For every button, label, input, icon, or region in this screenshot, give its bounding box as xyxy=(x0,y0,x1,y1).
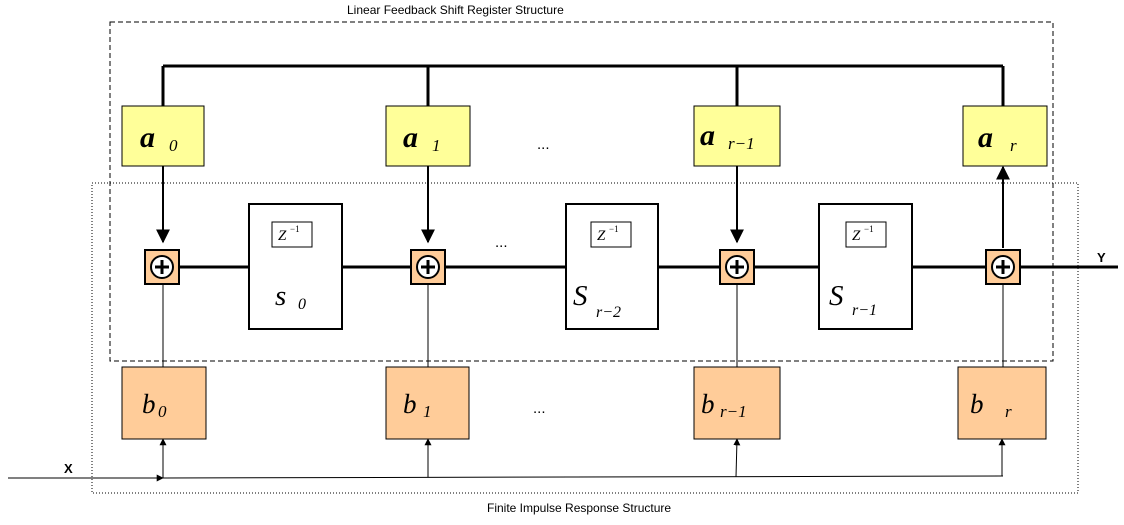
coef-block-a1: a 1 xyxy=(385,105,471,167)
coef-a1-base: a xyxy=(403,121,418,154)
state-sr2-base: S xyxy=(573,280,588,312)
coef-br1-sub: r−1 xyxy=(720,402,747,421)
input-to-br1 xyxy=(733,438,741,478)
coef-ar1-base: a xyxy=(700,119,715,152)
delay-exponent: −1 xyxy=(609,224,619,234)
coef-block-ar1: a r−1 xyxy=(693,105,781,167)
coef-block-b0: b 0 xyxy=(121,366,207,440)
input-label: X xyxy=(64,461,73,476)
delay-exponent: −1 xyxy=(864,224,874,234)
ellipsis-middle: ... xyxy=(495,234,508,251)
state-sr1-sub: r−1 xyxy=(852,302,877,319)
delay-symbol: Z xyxy=(278,228,287,244)
coef-br1-base: b xyxy=(701,389,715,419)
delay-block-s0: Z −1 s 0 xyxy=(248,203,343,330)
fir-title: Finite Impulse Response Structure xyxy=(487,501,671,515)
coef-block-br1: b r−1 xyxy=(693,366,781,440)
coef-a0-sub: 0 xyxy=(169,136,178,155)
ellipsis-bottom: ... xyxy=(533,400,546,417)
coef-ar1-sub: r−1 xyxy=(728,134,755,153)
coef-br-sub: r xyxy=(1005,402,1012,421)
lfsr-title: Linear Feedback Shift Register Structure xyxy=(347,3,564,17)
input-bus xyxy=(162,475,1004,479)
adder-1 xyxy=(410,249,446,285)
state-sr2-sub: r−2 xyxy=(596,304,621,321)
coef-ar-sub: r xyxy=(1010,136,1017,155)
state-sr1-base: S xyxy=(829,280,844,312)
lfsr-region-border xyxy=(109,21,1054,362)
coef-b1-sub: 1 xyxy=(423,402,432,421)
adder-0 xyxy=(144,249,180,285)
coef-b1-base: b xyxy=(403,389,417,419)
coef-block-ar: a r xyxy=(962,105,1048,167)
fir-region-border xyxy=(91,182,1079,494)
delay-block-sr2: Z −1 S r−2 xyxy=(565,203,659,330)
coef-b0-base: b xyxy=(142,389,156,419)
delay-exponent: −1 xyxy=(290,224,300,234)
delay-symbol: Z xyxy=(852,228,861,244)
state-s0-base: s xyxy=(275,280,286,312)
state-s0-sub: 0 xyxy=(298,296,306,313)
delay-block-sr1: Z −1 S r−1 xyxy=(818,203,913,330)
delay-symbol: Z xyxy=(597,228,606,244)
adder-r1 xyxy=(719,249,755,285)
ellipsis-top: ... xyxy=(537,136,550,153)
coef-block-br: b r xyxy=(957,366,1047,440)
coef-br-base: b xyxy=(970,389,984,419)
coef-b0-sub: 0 xyxy=(158,402,167,421)
coef-block-b1: b 1 xyxy=(385,366,470,440)
coef-block-a0: a 0 xyxy=(121,105,205,167)
output-label: Y xyxy=(1097,250,1106,265)
adder-r xyxy=(985,249,1021,285)
coef-ar-base: a xyxy=(978,121,993,154)
coef-a1-sub: 1 xyxy=(432,136,441,155)
coef-a0-base: a xyxy=(140,121,155,154)
